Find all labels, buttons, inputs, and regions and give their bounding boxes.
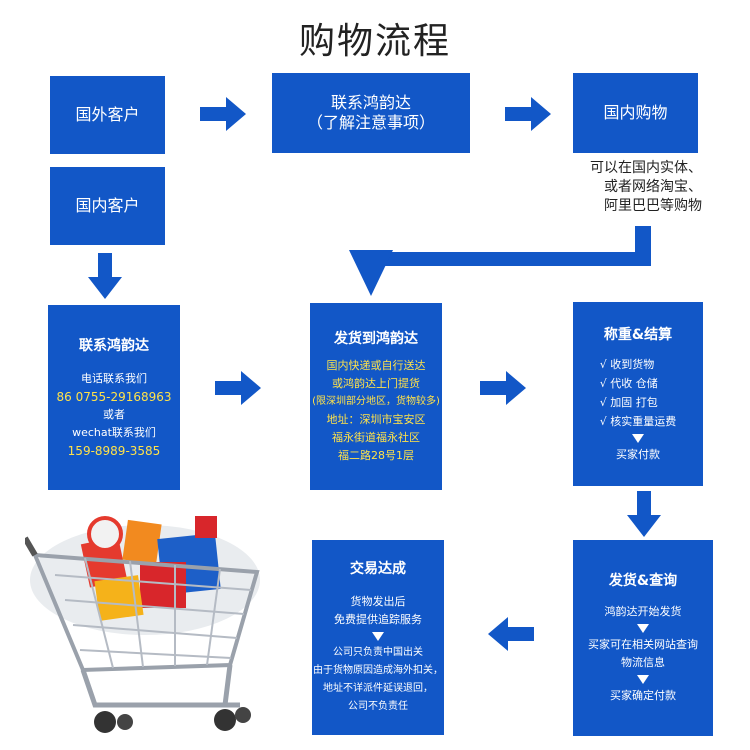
arrow-right-icon — [480, 371, 528, 405]
triangle-down-icon — [637, 675, 649, 684]
ship-address-line: 福永街道福永社区 — [332, 430, 420, 444]
contact-us-box: 联系鸿韵达 电话联系我们 86 0755-29168963 或者 wechat联… — [48, 305, 180, 490]
arrow-left-icon — [488, 617, 536, 651]
ship-track-box: 发货&查询 鸿韵达开始发货 买家可在相关网站查询 物流信息 买家确定付款 — [573, 540, 713, 736]
track-line: 鸿韵达开始发货 — [604, 605, 682, 618]
domestic-shopping-box: 国内购物 — [573, 73, 698, 153]
deal-disclaimer: 地址不详派件延误退回， — [323, 683, 433, 694]
track-line: 物流信息 — [621, 656, 665, 669]
shopping-note: 可以在国内实体、 或者网络淘宝、 阿里巴巴等购物 — [540, 159, 702, 216]
ship-line: 或鸿韵达上门提货 — [332, 376, 420, 390]
ship-track-heading: 发货&查询 — [608, 573, 678, 589]
shopping-cart-illustration — [22, 500, 280, 749]
track-line: 买家确定付款 — [610, 689, 676, 702]
wechat-number: 159-8989-3585 — [67, 443, 161, 458]
contact-us-heading: 联系鸿韵达 — [79, 337, 149, 354]
check-item: √ 代收 仓储 — [599, 376, 658, 390]
triangle-down-icon — [632, 433, 644, 443]
arrow-down-icon — [88, 253, 122, 299]
check-item: √ 加固 打包 — [599, 395, 658, 409]
ship-to-us-box: 发货到鸿韵达 国内快递或自行送达 或鸿韵达上门提货 (限深圳部分地区，货物较多)… — [310, 303, 442, 490]
ship-line: (限深圳部分地区，货物较多) — [312, 395, 440, 407]
weigh-settle-box: 称重&结算 √ 收到货物 √ 代收 仓储 √ 加固 打包 √ 核实重量运费 买家… — [573, 302, 703, 486]
domestic-shopping-label: 国内购物 — [603, 103, 668, 122]
phone-number: 86 0755-29168963 — [56, 389, 172, 404]
deal-disclaimer: 公司不负责任 — [348, 701, 408, 712]
shopping-note-line: 可以在国内实体、 — [590, 160, 702, 176]
contact-us-line: 或者 — [103, 407, 125, 421]
deal-line: 货物发出后 — [350, 595, 406, 608]
check-item: √ 核实重量运费 — [599, 414, 677, 428]
check-item: √ 收到货物 — [599, 357, 655, 371]
foreign-customer-box: 国外客户 — [50, 76, 165, 154]
contact-notice-box: 联系鸿韵达 （了解注意事项） — [272, 73, 470, 153]
arrow-down-icon — [627, 491, 661, 537]
ship-address-line: 地址：深圳市宝安区 — [326, 412, 426, 426]
ship-address-line: 福二路28号1层 — [338, 448, 414, 462]
contact-us-line: 电话联系我们 — [81, 371, 147, 385]
contact-us-line: wechat联系我们 — [72, 425, 156, 439]
buyer-pays: 买家付款 — [616, 447, 660, 461]
arrow-right-icon — [200, 97, 248, 131]
deal-line: 免费提供追踪服务 — [334, 613, 422, 626]
arrow-right-icon — [505, 97, 553, 131]
deal-disclaimer: 公司只负责中国出关 — [333, 647, 423, 658]
ship-line: 国内快递或自行送达 — [326, 358, 426, 372]
contact-notice-sublabel: （了解注意事项） — [306, 113, 435, 132]
shopping-note-line: 或者网络淘宝、 — [604, 179, 702, 195]
domestic-customer-label: 国内客户 — [75, 196, 140, 215]
domestic-customer-box: 国内客户 — [50, 167, 165, 245]
page-title: 购物流程 — [298, 21, 451, 62]
contact-notice-label: 联系鸿韵达 — [330, 93, 411, 112]
deal-done-box: 交易达成 货物发出后 免费提供追踪服务 公司只负责中国出关 由于货物原因造成海外… — [312, 540, 444, 735]
ship-to-us-heading: 发货到鸿韵达 — [334, 330, 418, 347]
shopping-note-line: 阿里巴巴等购物 — [604, 198, 702, 214]
track-line: 买家可在相关网站查询 — [588, 638, 698, 651]
deal-done-heading: 交易达成 — [350, 561, 406, 577]
foreign-customer-label: 国外客户 — [75, 105, 140, 124]
triangle-down-icon — [372, 632, 384, 641]
triangle-down-icon — [637, 624, 649, 633]
weigh-settle-heading: 称重&结算 — [603, 326, 673, 343]
elbow-arrow-icon — [345, 226, 660, 298]
deal-disclaimer: 由于货物原因造成海外扣关， — [313, 665, 443, 676]
arrow-right-icon — [215, 371, 263, 405]
